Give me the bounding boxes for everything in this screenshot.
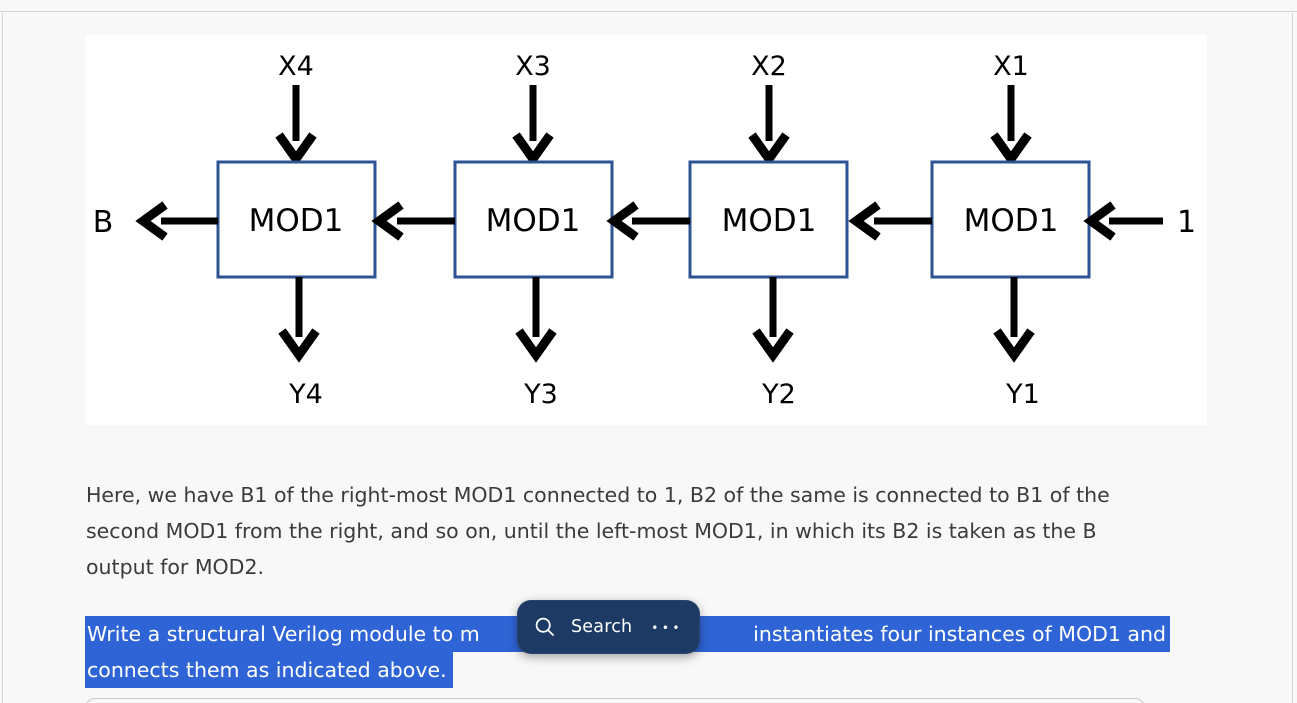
y-output-label-1: Y1 (1005, 379, 1040, 410)
content-panel-left-border (2, 13, 3, 703)
mod1-box-2 (688, 160, 849, 279)
selected-text-line-2: connects them as indicated above. (85, 652, 453, 688)
x-input-arrow-4 (275, 85, 317, 167)
mod1-box-label-1: MOD1 (964, 203, 1059, 239)
x-input-arrow-2 (748, 85, 790, 167)
y-output-arrow-1 (993, 277, 1035, 363)
y-output-label-4: Y4 (288, 379, 323, 410)
circuit-diagram-image: X4 X3 X2 X1 MOD1 MOD1 MOD1 (85, 35, 1207, 425)
code-block (85, 698, 1145, 703)
more-options-button[interactable]: ••• (651, 621, 683, 635)
x-input-label-4: X4 (278, 51, 314, 82)
mod1-box-label-3: MOD1 (486, 203, 581, 239)
content-panel-right-border (1292, 13, 1293, 703)
description-line-1: Here, we have B1 of the right-most MOD1 … (86, 483, 1110, 507)
y-output-arrow-3 (515, 277, 557, 363)
selected-text-line-1-end: instantiates four instances of MOD1 and (753, 622, 1166, 646)
x-input-arrow-3 (512, 85, 554, 167)
selected-text-line-1-start: Write a structural Verilog module to m (87, 622, 480, 646)
chain-arrow-1to2 (848, 201, 932, 241)
y-output-label-2: Y2 (761, 379, 796, 410)
b-output-label: B (93, 205, 114, 240)
mod1-chain-diagram: X4 X3 X2 X1 MOD1 MOD1 MOD1 (93, 51, 1196, 410)
top-divider (0, 0, 1297, 12)
x-input-label-1: X1 (993, 51, 1029, 82)
y-output-arrow-2 (752, 277, 794, 363)
mod1-box-4 (216, 160, 377, 279)
chain-arrow-3to4 (371, 201, 455, 241)
search-icon (534, 616, 556, 638)
mod1-box-label-2: MOD1 (722, 203, 817, 239)
mod1-box-label-4: MOD1 (249, 203, 344, 239)
x-input-label-3: X3 (515, 51, 551, 82)
constant-one-arrow (1083, 201, 1163, 241)
chain-arrow-2to3 (606, 201, 690, 241)
b-output-arrow (135, 201, 218, 241)
constant-one-label: 1 (1177, 205, 1196, 240)
y-output-arrow-4 (278, 277, 320, 363)
x-input-label-2: X2 (751, 51, 787, 82)
x-input-arrow-1 (990, 85, 1032, 167)
description-line-2: second MOD1 from the right, and so on, u… (86, 519, 1097, 543)
search-button-label[interactable]: Search (571, 617, 633, 637)
y-output-label-3: Y3 (523, 379, 558, 410)
mini-search-popup[interactable]: Search ••• (517, 600, 700, 654)
description-line-3: output for MOD2. (86, 555, 265, 579)
description-paragraph: Here, we have B1 of the right-most MOD1 … (86, 477, 1110, 585)
